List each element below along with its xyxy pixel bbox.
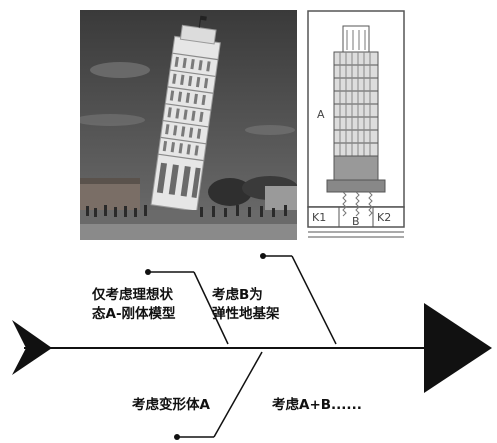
branch-top-left (150, 271, 229, 345)
label-k2: K2 (377, 211, 391, 224)
branch-top-left-dot (145, 269, 151, 275)
label-b: B (352, 215, 360, 228)
tower-schematic: A B K1 K2 (307, 10, 405, 238)
cause-elastic-line2: 弹性地基架 (212, 306, 280, 322)
cause-rigid-body-line1: 仅考虑理想状 (92, 287, 173, 303)
branch-top-right-dot (260, 253, 266, 259)
cause-rigid-body: 仅考虑理想状 态A-刚体模型 (92, 286, 176, 324)
branch-bottom-left-dot (174, 434, 180, 440)
branch-bottom-left (178, 351, 263, 438)
cause-a-plus-b: 考虑A+B...... (272, 397, 362, 413)
label-a: A (317, 108, 325, 121)
leaning-tower-photo (80, 10, 297, 240)
cause-rigid-body-line2: 态A-刚体模型 (92, 306, 176, 322)
fishbone-head (424, 303, 492, 393)
branch-top-right (265, 255, 337, 345)
cause-deformable-body: 考虑变形体A (132, 397, 210, 413)
label-k1: K1 (312, 211, 326, 224)
cause-elastic-foundation: 考虑B为 弹性地基架 (212, 286, 280, 324)
cause-elastic-line1: 考虑B为 (212, 287, 263, 303)
